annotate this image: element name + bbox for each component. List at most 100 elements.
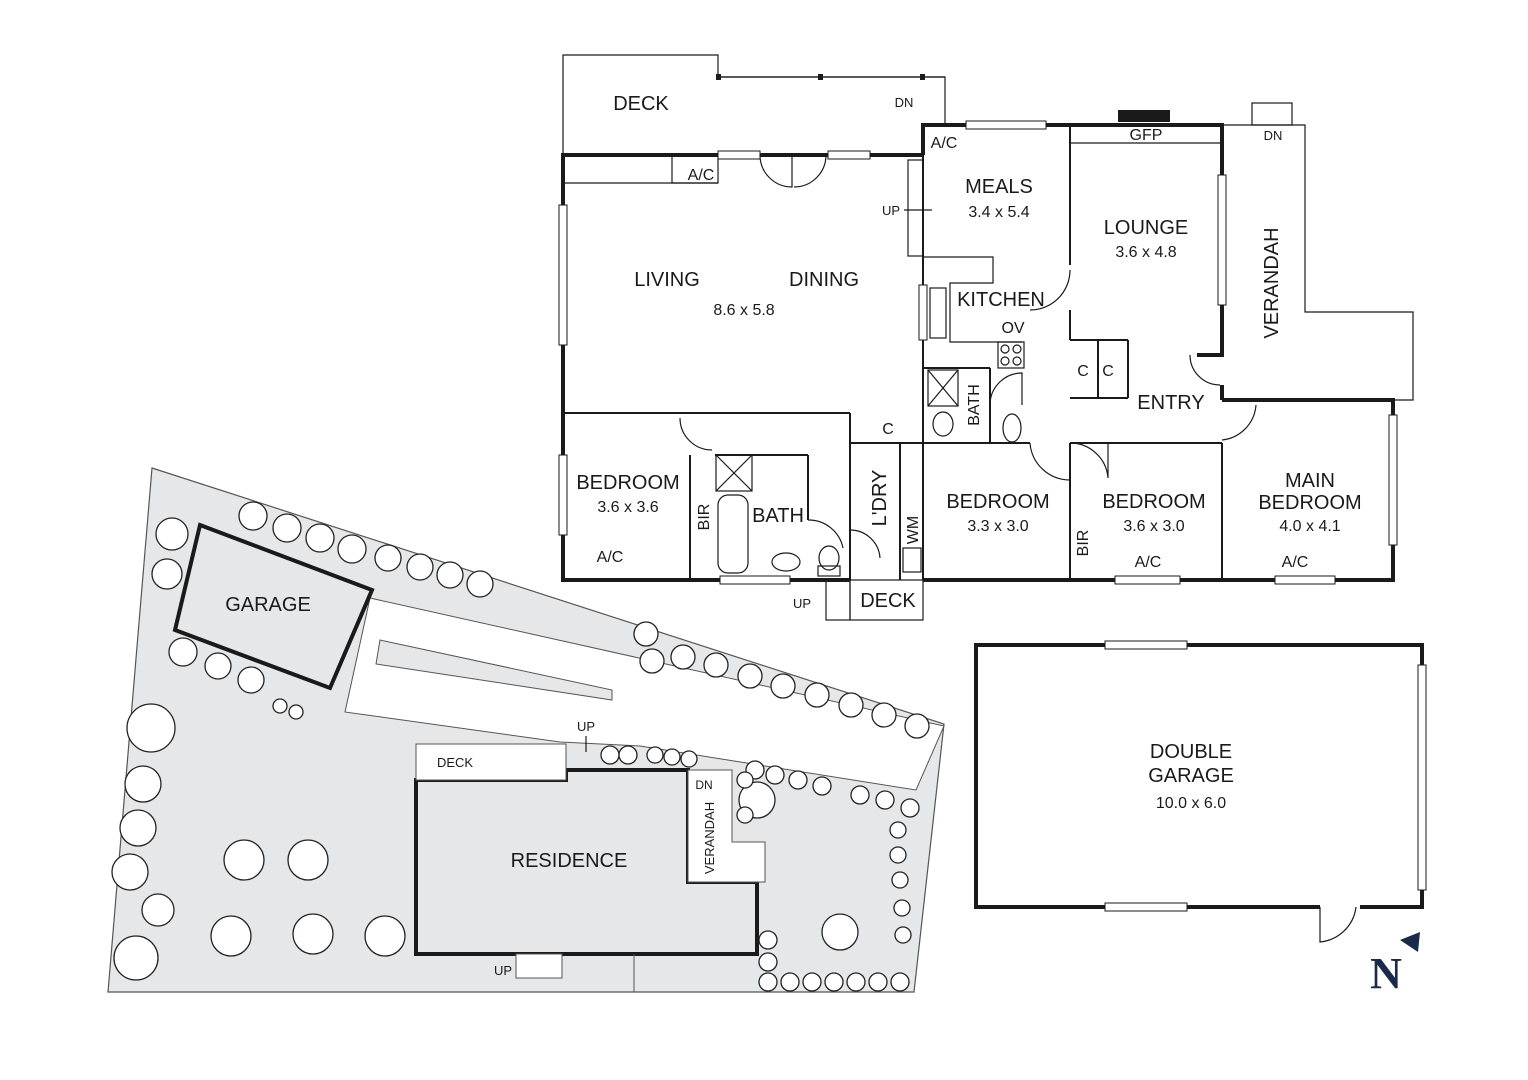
tree-icon bbox=[889, 821, 907, 839]
tree-icon bbox=[821, 913, 859, 951]
tree-icon bbox=[374, 544, 402, 572]
tree-icon bbox=[287, 839, 329, 881]
tree-icon bbox=[737, 663, 763, 689]
living-label: LIVING bbox=[634, 269, 700, 291]
bottom-deck-stair bbox=[825, 579, 851, 621]
bir-2-label: BIR bbox=[1075, 530, 1092, 557]
main-bedroom-size: 4.0 x 4.1 bbox=[1279, 518, 1340, 535]
site-verandah bbox=[687, 769, 766, 883]
living-size: 8.6 x 5.8 bbox=[713, 302, 774, 319]
trees bbox=[111, 501, 930, 992]
tree-icon bbox=[204, 652, 232, 680]
tree-icon bbox=[223, 839, 265, 881]
tree-icon bbox=[237, 666, 265, 694]
ac-main-label: A/C bbox=[1282, 554, 1309, 571]
site-up-step bbox=[515, 953, 563, 979]
site-garage-label: GARAGE bbox=[225, 594, 311, 616]
basin bbox=[771, 552, 801, 572]
north-arrow-icon: N bbox=[1370, 932, 1420, 998]
tree-icon bbox=[770, 673, 796, 699]
bedroom-2-label: BEDROOM bbox=[946, 491, 1049, 513]
tree-icon bbox=[758, 972, 778, 992]
tree-icon bbox=[168, 637, 198, 667]
tree-icon bbox=[633, 621, 659, 647]
tree-icon bbox=[305, 523, 335, 553]
up-deck-label: UP bbox=[793, 596, 811, 611]
deck-post bbox=[920, 74, 925, 80]
tree-icon bbox=[904, 713, 930, 739]
site-plan: GARAGE DECK UP DN RESIDENCE VERANDAH UP bbox=[107, 467, 945, 993]
tree-icon bbox=[238, 501, 268, 531]
site-deck-label: DECK bbox=[437, 755, 473, 770]
verandah-outline bbox=[1222, 124, 1414, 401]
bath-small-label: BATH bbox=[966, 384, 983, 425]
tree-icon bbox=[406, 553, 434, 581]
tree-icon bbox=[670, 644, 696, 670]
site-verandah-label: VERANDAH bbox=[702, 802, 717, 874]
meals-size: 3.4 x 5.4 bbox=[968, 204, 1029, 221]
site-dn-label: DN bbox=[695, 778, 712, 792]
tree-icon bbox=[875, 790, 895, 810]
tree-icon bbox=[893, 899, 911, 917]
meals-stair bbox=[907, 159, 924, 257]
shower bbox=[715, 454, 753, 492]
ac-bed3-label: A/C bbox=[1135, 554, 1162, 571]
tree-icon bbox=[272, 513, 302, 543]
tree-icon bbox=[900, 798, 920, 818]
meals-label: MEALS bbox=[965, 176, 1033, 198]
tree-icon bbox=[210, 915, 252, 957]
driveway bbox=[344, 597, 945, 791]
verandah-label: VERANDAH bbox=[1261, 227, 1283, 338]
garage-window-bottom bbox=[1104, 902, 1188, 912]
double-garage: DOUBLE GARAGE 10.0 x 6.0 bbox=[974, 640, 1427, 943]
main-bedroom-label-1: MAIN bbox=[1285, 470, 1335, 492]
tree-icon bbox=[151, 558, 183, 590]
burner bbox=[1012, 344, 1022, 354]
laundry-label: L'DRY bbox=[869, 470, 891, 527]
tree-icon bbox=[889, 846, 907, 864]
tree-icon bbox=[618, 745, 638, 765]
tree-icon bbox=[736, 771, 754, 789]
house-plan: DECK DN A/C A/C UP MEALS 3.4 x 5.4 GFP D… bbox=[558, 54, 1414, 621]
lounge-size: 3.6 x 4.8 bbox=[1115, 244, 1176, 261]
garage-window-top bbox=[1104, 640, 1188, 650]
site-garage bbox=[172, 522, 375, 691]
deck-post bbox=[716, 74, 721, 80]
burner bbox=[1012, 356, 1022, 366]
north-letter: N bbox=[1370, 949, 1402, 998]
tree-icon bbox=[111, 853, 149, 891]
bedroom-3-label: BEDROOM bbox=[1102, 491, 1205, 513]
tree-icon bbox=[780, 972, 800, 992]
main-bedroom-label-2: BEDROOM bbox=[1258, 492, 1361, 514]
site-up-top-label: UP bbox=[577, 719, 595, 734]
ac-bed1-label: A/C bbox=[597, 549, 624, 566]
gfp-label: GFP bbox=[1130, 127, 1163, 144]
garage-door-swing bbox=[1319, 906, 1357, 943]
tree-icon bbox=[600, 745, 620, 765]
tree-icon bbox=[890, 972, 910, 992]
site-deck bbox=[415, 743, 567, 781]
ac-living-label: A/C bbox=[688, 167, 715, 184]
double-garage-label-2: GARAGE bbox=[1148, 765, 1234, 787]
bath-label: BATH bbox=[752, 505, 804, 527]
tree-icon bbox=[436, 561, 464, 589]
lounge-label: LOUNGE bbox=[1104, 217, 1188, 239]
fireplace bbox=[1118, 110, 1170, 122]
top-deck-outline bbox=[562, 54, 946, 155]
laundry-tub bbox=[902, 547, 922, 573]
site-up-bottom-label: UP bbox=[494, 963, 512, 978]
double-garage-size: 10.0 x 6.0 bbox=[1156, 795, 1226, 812]
dining-label: DINING bbox=[789, 269, 859, 291]
ensuite-basin bbox=[1002, 413, 1022, 443]
deck-post bbox=[818, 74, 823, 80]
bedroom-1-size: 3.6 x 3.6 bbox=[597, 499, 658, 516]
ensuite-shower bbox=[927, 369, 959, 407]
windows bbox=[558, 120, 1398, 585]
tree-icon bbox=[646, 746, 664, 764]
garage-roller-door bbox=[1417, 664, 1427, 891]
tree-icon bbox=[838, 692, 864, 718]
bedroom-1-label: BEDROOM bbox=[576, 472, 679, 494]
double-garage-label-1: DOUBLE bbox=[1150, 741, 1232, 763]
tree-icon bbox=[765, 765, 785, 785]
